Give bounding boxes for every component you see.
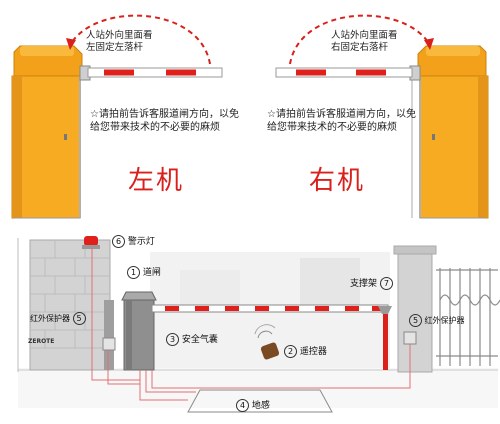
gate-brand-text: ZEROTE [28, 338, 55, 345]
label-infrared-left: 红外保护器 5 [30, 312, 86, 325]
label-support-stand: 支撑架 7 [350, 276, 393, 290]
label-infrared-right: 5 红外保护器 [409, 314, 465, 327]
remote-control-graphic [254, 324, 280, 360]
arc-note-left: 人站外向里面看 左固定左落杆 [86, 30, 153, 53]
label-warning-light: 6 警示灯 [112, 234, 155, 248]
tip-right: ☆请拍前告诉客服道闸方向，以免 给您带来技术的不必要的麻烦 [267, 109, 416, 133]
left-gate-illustration [11, 14, 223, 219]
label-gate: 1 道闸 [127, 265, 161, 279]
arc-note-right: 人站外向里面看 右固定右落杆 [331, 30, 398, 53]
tip-left: ☆请拍前告诉客服道闸方向，以免 给您带来技术的不必要的麻烦 [90, 109, 239, 133]
label-ground-loop: 4 地感 [236, 398, 270, 412]
label-safety-airbag: 3 安全气囊 [166, 332, 218, 346]
installation-scene [17, 236, 500, 413]
label-remote: 2 遥控器 [284, 344, 327, 358]
right-machine-title: 右机 [309, 166, 366, 196]
left-machine-title: 左机 [128, 166, 185, 196]
right-gate-illustration [275, 14, 489, 219]
